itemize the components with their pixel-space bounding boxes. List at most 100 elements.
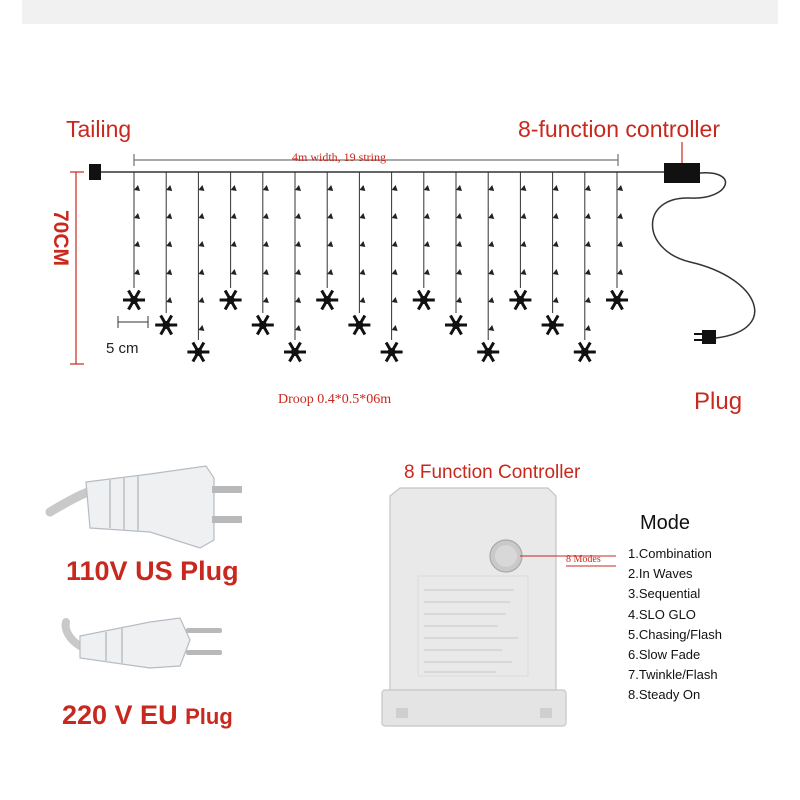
bulb-icon <box>617 269 623 275</box>
function-controller-icon <box>381 487 567 727</box>
bulb-icon <box>552 269 559 275</box>
bulb-icon <box>230 185 237 191</box>
bulb-icon <box>166 185 173 191</box>
us-plug-label: 110V US Plug <box>66 556 239 586</box>
bulb-icon <box>166 269 173 275</box>
spacing-label: 5 cm <box>106 340 139 357</box>
bulb-icon <box>166 241 173 247</box>
bulb-icon <box>262 213 269 219</box>
bulb-icon <box>391 269 398 275</box>
snowflake-icon <box>380 341 403 363</box>
bulb-icon <box>230 269 237 275</box>
bulb-icon <box>552 241 559 247</box>
snowflake-icon <box>445 314 467 336</box>
bulb-icon <box>584 297 591 303</box>
bulb-icon <box>295 185 301 191</box>
snowflake-icon <box>316 289 339 311</box>
controller-box-icon <box>664 163 700 183</box>
bulb-icon <box>327 269 334 275</box>
power-cord <box>651 172 756 339</box>
mode-item: 6.Slow Fade <box>628 646 701 662</box>
bulb-icon <box>552 213 559 219</box>
bulb-icon <box>456 297 462 303</box>
bulb-icon <box>423 185 430 191</box>
mode-title: Mode <box>640 512 691 534</box>
bulb-icon <box>456 241 462 247</box>
bulb-icon <box>295 325 301 331</box>
eu-plug-main: 220 V EU <box>62 700 178 730</box>
mode-item: 3.Sequential <box>628 586 701 602</box>
snowflake-icon <box>219 289 242 311</box>
mode-item: 4.SLO GLO <box>628 606 696 622</box>
bulb-icon <box>488 185 495 191</box>
mode-item: 8.Steady On <box>628 687 701 703</box>
bulb-icon <box>230 213 237 219</box>
power-plug-icon <box>702 330 716 344</box>
droop-label: Droop 0.4*0.5*06m <box>278 392 392 407</box>
bulb-icon <box>134 185 140 191</box>
bulb-icon <box>295 269 301 275</box>
bulb-icon <box>359 269 366 275</box>
bulb-icon <box>391 213 398 219</box>
width-label: 4m width, 19 string <box>292 150 387 164</box>
bulb-icon <box>262 241 269 247</box>
tail-plug-block <box>89 164 101 180</box>
bulb-icon <box>520 269 527 275</box>
bulb-icon <box>488 241 495 247</box>
bulb-icon <box>423 269 430 275</box>
bulb-icon <box>423 213 430 219</box>
bulb-icon <box>262 185 269 191</box>
bulb-icon <box>617 241 623 247</box>
bulb-icon <box>584 269 591 275</box>
bulb-icon <box>456 269 462 275</box>
bulb-icon <box>391 241 398 247</box>
bulb-icon <box>295 213 301 219</box>
bulb-icon <box>552 185 559 191</box>
mode-item: 7.Twinkle/Flash <box>628 667 718 683</box>
bulb-icon <box>456 185 462 191</box>
bulb-icon <box>391 325 398 331</box>
snowflake-icon <box>155 314 178 336</box>
bulb-icon <box>327 241 334 247</box>
snowflake-icon <box>509 289 532 311</box>
bulb-icon <box>617 213 623 219</box>
snowflake-icon <box>123 289 145 311</box>
bulb-icon <box>488 213 495 219</box>
bulb-icon <box>488 297 495 303</box>
bulb-icon <box>488 325 495 331</box>
strands-group <box>123 172 628 363</box>
bulb-icon <box>327 213 334 219</box>
bulb-icon <box>295 241 301 247</box>
bulb-icon <box>359 241 366 247</box>
bulb-icon <box>134 241 140 247</box>
bulb-icon <box>584 241 591 247</box>
eu-plug-label: 220 V EU Plug <box>62 700 233 731</box>
bulb-icon <box>456 213 462 219</box>
bulb-icon <box>584 325 591 331</box>
mode-item: 5.Chasing/Flash <box>628 626 722 642</box>
function-controller-title: 8 Function Controller <box>404 462 581 483</box>
bulb-icon <box>520 213 527 219</box>
plug-label: Plug <box>694 388 743 415</box>
snowflake-icon <box>348 314 371 336</box>
snowflake-icon <box>477 341 500 363</box>
bulb-icon <box>584 213 591 219</box>
snowflake-icon <box>412 289 435 311</box>
bulb-icon <box>617 185 623 191</box>
bulb-icon <box>166 213 173 219</box>
bulb-icon <box>198 213 205 219</box>
tailing-label: Tailing <box>66 116 132 142</box>
snowflake-icon <box>187 341 210 363</box>
bulb-icon <box>134 213 140 219</box>
us-plug-icon <box>45 465 242 549</box>
bulb-icon <box>391 185 398 191</box>
snowflake-icon <box>573 341 596 363</box>
height-label: 70CM <box>49 210 72 267</box>
bulb-icon <box>359 213 366 219</box>
eu-plug-icon <box>61 617 222 669</box>
bulb-icon <box>327 185 334 191</box>
bulb-icon <box>262 297 269 303</box>
bulb-icon <box>552 297 559 303</box>
bulb-icon <box>584 185 591 191</box>
bulb-icon <box>262 269 269 275</box>
